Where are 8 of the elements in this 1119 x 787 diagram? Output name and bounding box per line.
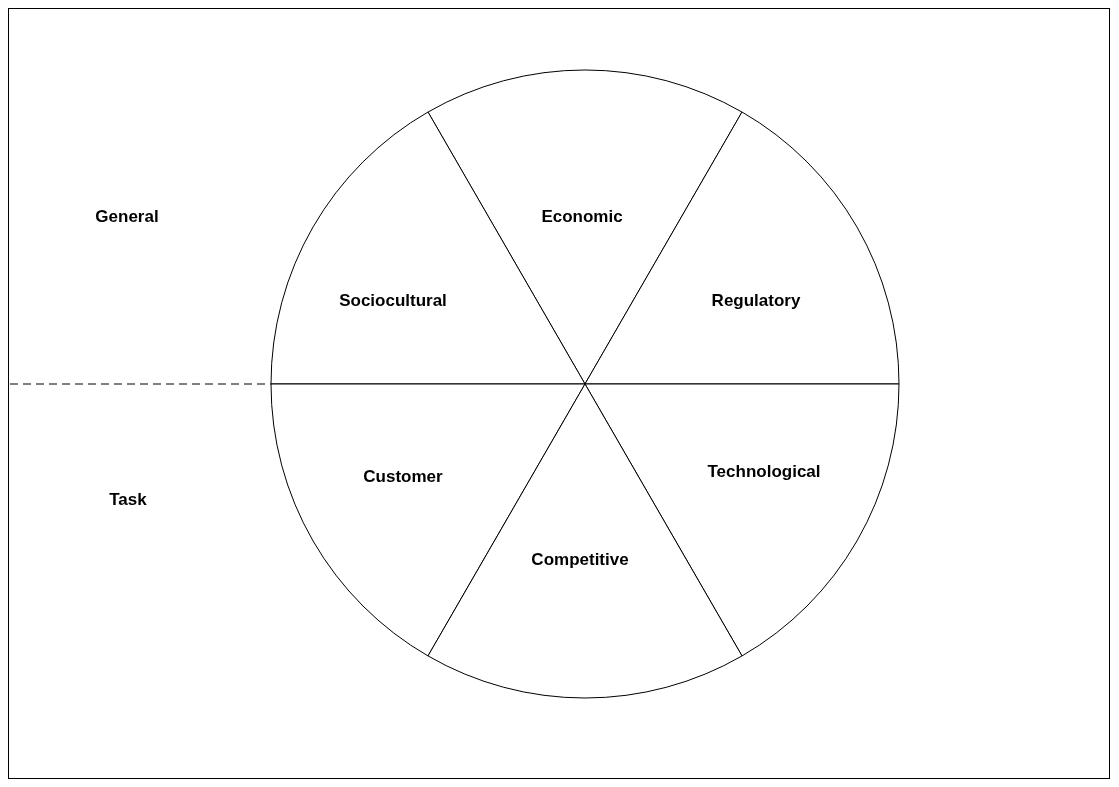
sector-label: Competitive xyxy=(531,550,629,570)
sector-label: Customer xyxy=(363,467,443,487)
environment-label: General xyxy=(95,207,159,227)
sector-label: Sociocultural xyxy=(339,291,447,311)
environment-label: Task xyxy=(109,490,147,510)
sector-label: Technological xyxy=(707,462,821,482)
sector-label: Regulatory xyxy=(711,291,801,311)
sector-label: Economic xyxy=(541,207,623,227)
